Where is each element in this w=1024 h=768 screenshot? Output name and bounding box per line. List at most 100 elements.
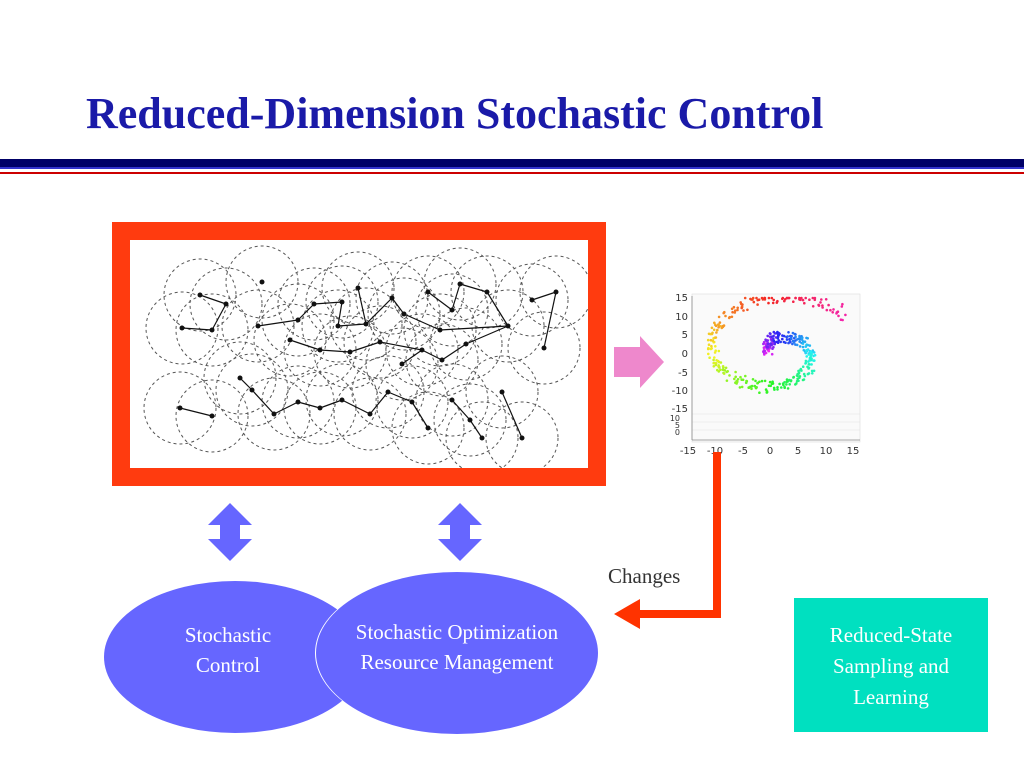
roll-point bbox=[804, 359, 808, 363]
sensor-link bbox=[313, 301, 343, 305]
sensor-range-circle bbox=[253, 303, 327, 377]
ellipse-label-line: Control bbox=[195, 653, 261, 677]
sensor-link bbox=[379, 341, 423, 351]
sensor-node bbox=[541, 345, 547, 351]
roll-point bbox=[762, 342, 765, 346]
ellipse-label-line: Stochastic Optimization bbox=[355, 620, 559, 644]
sensor-node bbox=[463, 341, 469, 347]
roll-point bbox=[730, 315, 734, 319]
roll-point bbox=[717, 326, 720, 329]
y-tick-label: 5 bbox=[682, 330, 688, 341]
sensor-node bbox=[287, 337, 293, 343]
stochastic-optimization-ellipse: Stochastic Optimization Resource Managem… bbox=[316, 572, 598, 734]
sensor-link bbox=[403, 313, 441, 331]
roll-point bbox=[801, 298, 805, 302]
roll-point bbox=[777, 339, 781, 342]
sensor-link bbox=[459, 283, 488, 293]
sensor-link bbox=[427, 291, 453, 311]
roll-point bbox=[817, 304, 821, 307]
x-tick-label: 15 bbox=[847, 446, 860, 457]
roll-point bbox=[717, 323, 720, 326]
roll-point bbox=[797, 369, 800, 373]
roll-point bbox=[801, 345, 805, 349]
sensor-link bbox=[319, 399, 343, 409]
sensor-range-circle bbox=[429, 307, 503, 381]
sensor-network-frame bbox=[112, 222, 606, 486]
roll-point bbox=[835, 312, 838, 315]
roll-point bbox=[707, 352, 710, 356]
sensor-link bbox=[439, 325, 509, 331]
roll-point bbox=[752, 300, 756, 304]
sensor-node bbox=[223, 301, 229, 307]
roll-point bbox=[763, 379, 767, 383]
roll-point bbox=[821, 306, 824, 309]
roll-point bbox=[739, 301, 742, 304]
sensor-link bbox=[211, 303, 227, 331]
roll-point bbox=[780, 386, 783, 389]
roll-point bbox=[789, 379, 793, 383]
sensor-range-circle bbox=[507, 311, 581, 385]
sensor-node bbox=[439, 357, 445, 363]
sensor-range-circle bbox=[465, 355, 539, 429]
roll-point bbox=[712, 361, 715, 365]
roll-point bbox=[796, 374, 799, 378]
roll-point bbox=[722, 324, 726, 327]
sensor-node bbox=[401, 311, 407, 317]
y-tick-label: -5 bbox=[678, 368, 688, 379]
roll-point bbox=[801, 378, 805, 382]
double-arrow-right bbox=[438, 503, 482, 561]
roll-point bbox=[739, 375, 742, 379]
roll-point bbox=[740, 385, 744, 389]
roll-point bbox=[801, 336, 804, 339]
roll-point bbox=[787, 296, 790, 300]
roll-point bbox=[767, 384, 771, 387]
roll-point bbox=[844, 313, 847, 317]
sensor-node bbox=[317, 347, 323, 353]
sensor-node bbox=[437, 327, 443, 333]
y-tick-label: 10 bbox=[675, 312, 688, 323]
roll-point bbox=[734, 375, 737, 379]
x-tick-label: -5 bbox=[738, 446, 748, 457]
roll-point bbox=[733, 377, 736, 381]
sensor-range-circle bbox=[495, 263, 569, 337]
roll-point bbox=[829, 308, 832, 312]
sensor-range-circle bbox=[277, 267, 351, 341]
sensor-range-circle bbox=[261, 365, 335, 439]
roll-point bbox=[791, 342, 794, 346]
sensor-link bbox=[357, 287, 367, 325]
roll-point bbox=[782, 334, 786, 338]
roll-point bbox=[806, 365, 809, 369]
roll-point bbox=[785, 383, 788, 386]
sensor-node bbox=[209, 413, 215, 419]
roll-point bbox=[798, 340, 801, 343]
reduced-state-box: Reduced-State Sampling and Learning bbox=[794, 598, 988, 732]
sensor-range-circle bbox=[423, 247, 497, 321]
sensor-range-circle bbox=[365, 327, 439, 401]
sensor-node bbox=[237, 375, 243, 381]
roll-point bbox=[785, 338, 789, 341]
roll-point bbox=[807, 363, 811, 366]
roll-point bbox=[736, 308, 739, 312]
sensor-link bbox=[465, 325, 509, 345]
sensor-node bbox=[339, 299, 345, 305]
roll-point bbox=[755, 296, 758, 300]
roll-point bbox=[813, 296, 817, 300]
roll-point bbox=[772, 337, 775, 340]
roll-point bbox=[750, 387, 753, 391]
sensor-link bbox=[337, 301, 343, 327]
sensor-node bbox=[419, 347, 425, 353]
sensor-node bbox=[519, 435, 525, 441]
sensor-link bbox=[289, 339, 321, 351]
sensor-range-circle bbox=[145, 291, 219, 365]
roll-point bbox=[758, 391, 761, 394]
sensor-link bbox=[297, 303, 315, 321]
sensor-node bbox=[271, 411, 277, 417]
sensor-link bbox=[297, 401, 321, 409]
ellipse-label-line: Resource Management bbox=[360, 650, 554, 674]
roll-point bbox=[785, 380, 789, 384]
roll-point bbox=[805, 348, 808, 352]
roll-point bbox=[795, 343, 799, 347]
roll-point bbox=[768, 332, 772, 335]
roll-point bbox=[760, 296, 764, 300]
roll-point bbox=[810, 363, 813, 366]
